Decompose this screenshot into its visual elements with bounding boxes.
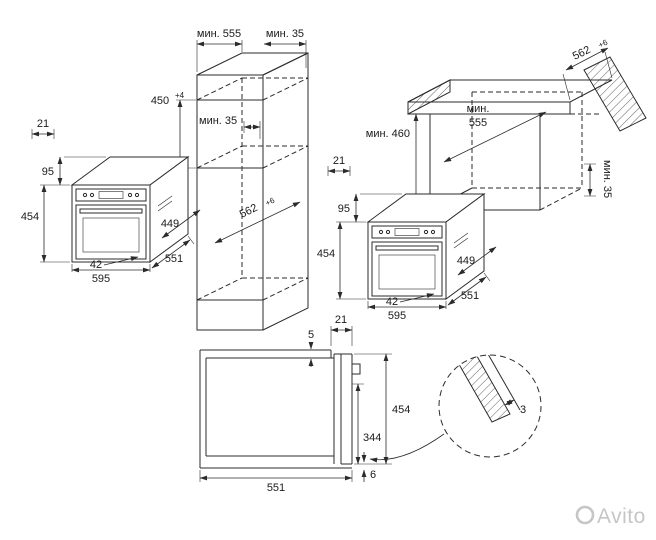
dim-oven-left-95: 95 bbox=[42, 166, 54, 178]
detail-circle: 3 bbox=[369, 354, 542, 463]
dim-oven-right-449: 449 bbox=[457, 255, 475, 267]
watermark-text: Avito bbox=[597, 505, 646, 528]
oven-left: 21 95 454 42 449 595 551 bbox=[21, 118, 201, 285]
tall-cabinet-dimensions: мин. 555 мин. 35 450 +4 мин. 35 562 +6 bbox=[151, 28, 307, 244]
dim-section-344: 344 bbox=[363, 432, 381, 444]
dim-oven-right-95: 95 bbox=[338, 203, 350, 215]
detail-leader-arrow bbox=[369, 433, 445, 463]
worktop-cut-hatch bbox=[407, 79, 451, 115]
dim-oven-left-42: 42 bbox=[90, 259, 102, 271]
section-view: 21 5 454 344 551 6 bbox=[199, 314, 410, 494]
dim-oven-right-595: 595 bbox=[388, 310, 406, 322]
wall-hatch bbox=[583, 56, 647, 132]
dim-oven-left-449: 449 bbox=[161, 218, 179, 230]
oven-left-display bbox=[98, 191, 124, 199]
dim-min-555-top: мин. 555 bbox=[197, 28, 241, 40]
dim-oven-right-42: 42 bbox=[386, 296, 398, 308]
detail-worktop-hatch bbox=[451, 355, 511, 423]
oven-left-handle bbox=[79, 208, 143, 214]
tall-cabinet-lines bbox=[196, 52, 309, 331]
dim-niche-depth-tolerance: +6 bbox=[264, 195, 277, 207]
dim-detail-3: 3 bbox=[520, 404, 526, 416]
dim-worktop-562: 562 bbox=[571, 44, 593, 63]
dim-oven-right-454: 454 bbox=[317, 248, 335, 260]
dim-section-5: 5 bbox=[308, 329, 314, 341]
dim-min-555-right-line2: 555 bbox=[469, 117, 487, 129]
oven-left-door bbox=[75, 204, 147, 260]
avito-logo-icon bbox=[575, 505, 595, 525]
oven-right-handle bbox=[375, 245, 439, 251]
oven-right: 21 95 454 42 449 595 551 bbox=[317, 155, 497, 322]
dim-min-35-inner: мин. 35 bbox=[199, 115, 237, 127]
dim-niche-height-tolerance: +4 bbox=[175, 91, 185, 100]
dim-oven-left-21: 21 bbox=[37, 118, 49, 130]
section-door-handle bbox=[351, 363, 361, 375]
dim-min-555-right-line1: мин. bbox=[467, 103, 490, 115]
dim-niche-height: 450 bbox=[151, 95, 169, 107]
dim-section-6: 6 bbox=[370, 469, 376, 481]
dim-oven-left-454: 454 bbox=[21, 211, 39, 223]
dim-oven-left-551: 551 bbox=[165, 253, 183, 265]
dim-oven-left-595: 595 bbox=[92, 273, 110, 285]
dim-oven-right-551: 551 bbox=[461, 290, 479, 302]
dim-min-460: мин. 460 bbox=[366, 128, 410, 140]
oven-right-door bbox=[371, 241, 443, 297]
dim-min-35-side: мин. 35 bbox=[601, 160, 613, 198]
dim-min-35-top: мин. 35 bbox=[266, 28, 304, 40]
dim-section-454: 454 bbox=[392, 404, 410, 416]
oven-right-control-panel bbox=[371, 225, 443, 239]
dim-niche-depth: 562 bbox=[238, 202, 260, 221]
dim-section-21: 21 bbox=[335, 314, 347, 326]
oven-left-control-panel bbox=[75, 188, 147, 202]
dim-section-551: 551 bbox=[267, 482, 285, 494]
dim-worktop-562-tolerance: +6 bbox=[597, 37, 610, 49]
oven-right-display bbox=[394, 228, 420, 236]
watermark: Avito bbox=[575, 505, 646, 528]
dim-oven-right-21: 21 bbox=[333, 155, 345, 167]
counter-cabinet: 562 +6 мин. 460 мин. 555 мин. 35 bbox=[366, 37, 647, 211]
